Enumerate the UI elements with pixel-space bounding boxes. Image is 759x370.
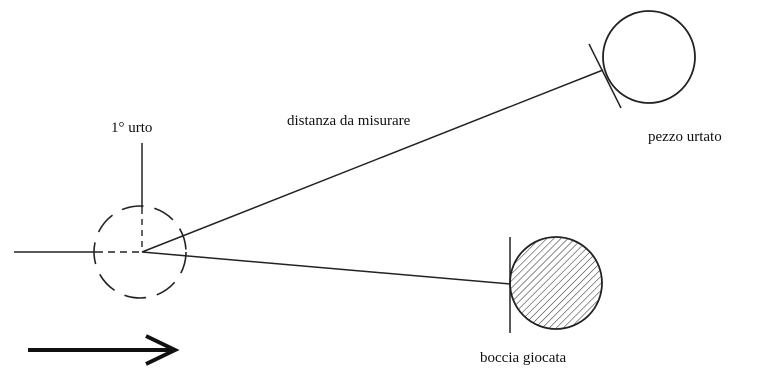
hit-piece-circle	[602, 10, 696, 104]
hit-piece-tangent-line	[588, 43, 622, 109]
played-ball-circle	[509, 236, 603, 330]
first-impact-label: 1° urto	[111, 120, 152, 136]
distance-label: distanza da misurare	[287, 113, 411, 129]
played-ball-label: boccia giocata	[480, 350, 567, 366]
hit-piece-label: pezzo urtato	[648, 129, 722, 145]
distance-line	[141, 69, 604, 253]
played-ball-line	[141, 251, 511, 285]
direction-arrow	[28, 334, 180, 366]
first-impact-circle	[93, 205, 187, 299]
